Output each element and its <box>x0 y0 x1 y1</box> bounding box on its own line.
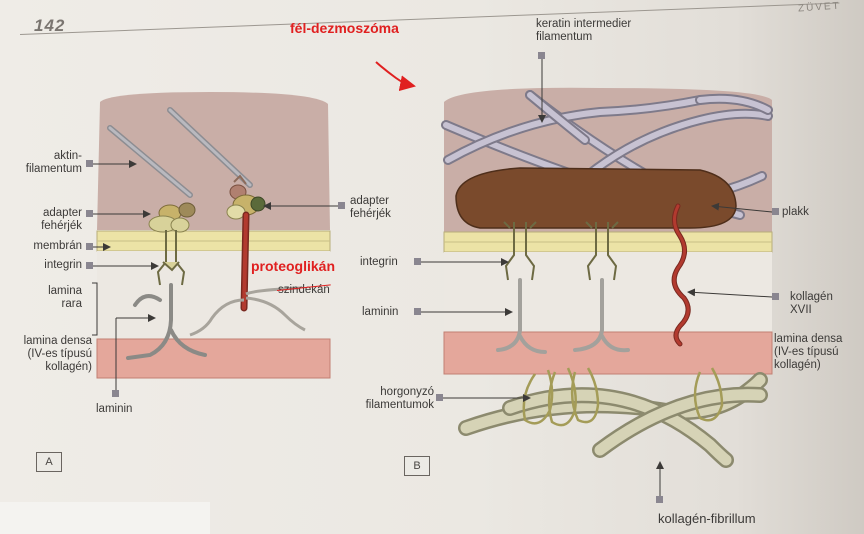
panel-a-cytoplasm <box>97 92 330 230</box>
laminin-left <box>126 283 207 360</box>
label-plakk: plakk <box>782 206 809 218</box>
label-kollagen-fibrillum: kollagén-fibrillum <box>658 511 756 526</box>
panel-a <box>86 92 345 397</box>
label-laminin-a: laminin <box>96 403 133 415</box>
annotation-arrow <box>375 61 416 92</box>
label-horgonyzo-filamentumok: horgonyzó filamentumok <box>365 386 434 411</box>
panel-b-tag: B <box>404 456 430 476</box>
panel-a-lamina-densa <box>96 338 331 379</box>
label-lamina-rara: lamina rara <box>48 285 82 310</box>
label-szindekan: szindekán <box>278 284 330 296</box>
label-lamina-densa-a: lamina densa (IV-es típusú kollagén) <box>23 335 92 373</box>
adapter-proteins-right <box>226 174 266 220</box>
label-kollagen-xvii: kollagén XVII <box>790 291 833 316</box>
page-bottom-edge <box>0 502 210 534</box>
label-lamina-densa-b: lamina densa (IV-es típusú kollagén) <box>774 333 843 371</box>
panel-b-lamina-densa <box>443 331 773 375</box>
label-integrin-a: integrin <box>44 259 82 271</box>
panel-a-tag: A <box>36 452 62 472</box>
integrin-b-2 <box>585 221 619 281</box>
adapter-proteins-left <box>148 202 196 233</box>
page-number: 142 <box>34 16 66 35</box>
integrin-b-1 <box>503 221 537 281</box>
label-adapter-left: adapter fehérjék <box>41 207 82 232</box>
label-membran: membrán <box>33 240 82 252</box>
label-integrin-b: integrin <box>360 256 398 268</box>
annotation-proteoglycan: proteoglikán <box>251 258 336 274</box>
laminin-b <box>496 278 630 354</box>
annotation-hemidesmosome-title: fél-dezmoszóma <box>290 20 399 36</box>
label-aktin-filamentum: aktin- filamentum <box>25 150 82 175</box>
syndecan-proteoglycan <box>189 211 306 337</box>
plaque <box>455 167 737 229</box>
integrin-left <box>156 230 186 286</box>
label-keratin-filament: keratin intermedier filamentum <box>536 18 632 43</box>
label-adapter-right: adapter fehérjék <box>350 195 391 220</box>
collagen-fibrils <box>458 372 768 468</box>
panel-b <box>414 52 779 503</box>
label-laminin-b: laminin <box>362 306 399 318</box>
